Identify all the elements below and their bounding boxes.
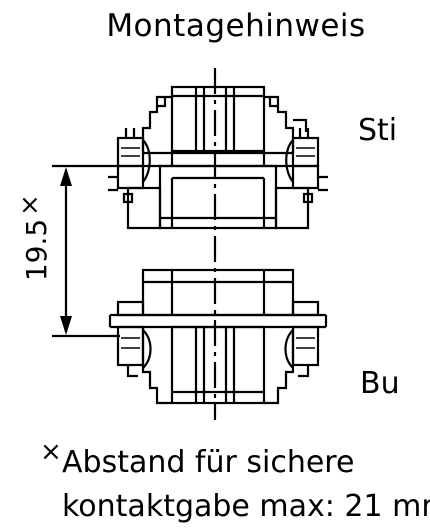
footnote-line-2: kontaktgabe max: 21 mm <box>62 489 430 524</box>
footnote-marker: × <box>40 437 62 467</box>
dimension-marker: × <box>15 194 45 216</box>
diagram-title: Montagehinweis <box>106 8 365 44</box>
dimension-value: 19.5 <box>20 219 53 281</box>
footnote-line-1: Abstand für sichere <box>62 445 354 480</box>
top-connector <box>108 85 328 230</box>
distance-dimension <box>52 164 120 338</box>
bottom-part-label: Bu <box>360 366 400 401</box>
top-part-label: Sti <box>358 113 397 148</box>
bottom-connector <box>108 268 328 405</box>
